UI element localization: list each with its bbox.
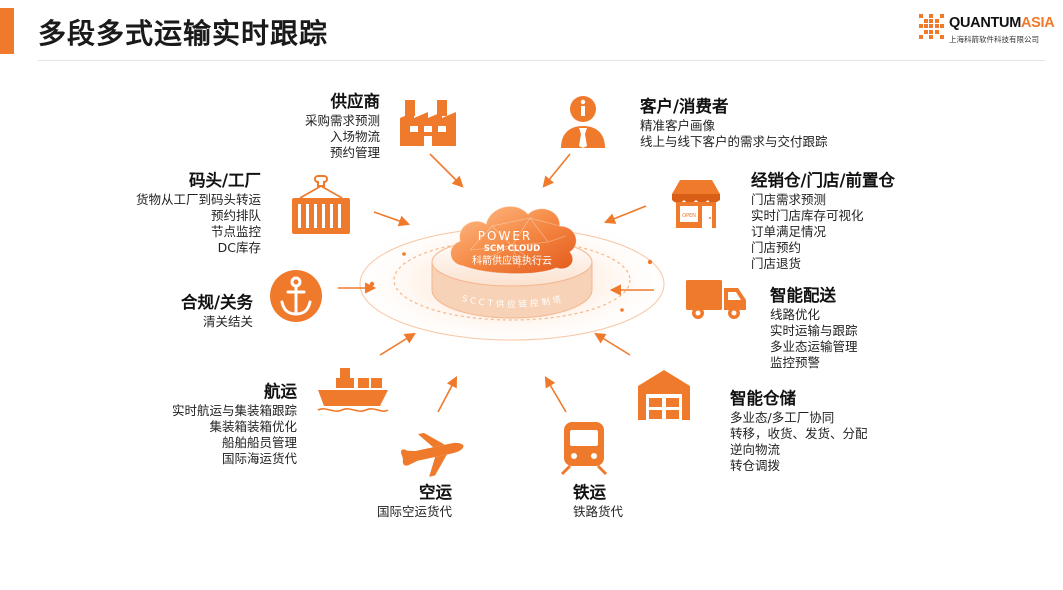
company-logo: QUANTUMASIA 上海科箭软件科技有限公司 bbox=[919, 14, 1055, 48]
node-customer-title: 客户/消费者 bbox=[640, 97, 729, 116]
orbit-dot bbox=[402, 252, 406, 256]
hub-power-label: POWER bbox=[478, 229, 532, 243]
arrow-store bbox=[603, 205, 647, 224]
node-compliance-line: 清关结关 bbox=[202, 314, 253, 329]
hub-cloud: POWER SCM CLOUD 科箭供应链执行云 bbox=[450, 205, 577, 275]
node-rail-line: 铁路货代 bbox=[573, 504, 624, 519]
arrow-dock bbox=[373, 211, 411, 227]
node-warehouse-line: 逆向物流 bbox=[730, 442, 781, 457]
truck-icon bbox=[686, 280, 746, 319]
node-customer: 客户/消费者 精准客户画像 线上与线下客户的需求与交付跟踪 bbox=[640, 96, 828, 150]
node-dock-line: DC库存 bbox=[217, 240, 261, 255]
hub: SCCT供应链控制塔 POWER SCM CLOUD 科箭供应链执行云 bbox=[342, 205, 682, 352]
node-delivery-line: 多业态运输管理 bbox=[770, 339, 858, 354]
node-supplier-line: 采购需求预测 bbox=[304, 113, 380, 128]
hub-cloud-label: SCM CLOUD bbox=[484, 244, 540, 254]
node-dock: 码头/工厂 货物从工厂到码头转运 预约排队 节点监控 DC库存 bbox=[136, 170, 261, 256]
arrows bbox=[338, 153, 654, 413]
node-shipping-line: 国际海运货代 bbox=[221, 451, 297, 466]
node-dock-line: 节点监控 bbox=[210, 224, 261, 239]
title-accent-bar bbox=[0, 8, 14, 54]
node-customer-line: 精准客户画像 bbox=[640, 118, 716, 133]
node-air-line: 国际空运货代 bbox=[376, 504, 452, 519]
node-delivery-title: 智能配送 bbox=[770, 286, 836, 305]
arrow-shipping bbox=[379, 332, 416, 356]
node-warehouse-line: 多业态/多工厂协同 bbox=[730, 410, 835, 425]
node-supplier: 供应商 采购需求预测 入场物流 预约管理 bbox=[305, 91, 380, 161]
node-supplier-title: 供应商 bbox=[330, 92, 381, 111]
node-delivery-line: 实时运输与跟踪 bbox=[770, 323, 858, 338]
node-delivery-line: 线路优化 bbox=[770, 307, 821, 322]
logo-name: QUANTUMASIA bbox=[949, 15, 1055, 31]
node-supplier-line: 入场物流 bbox=[329, 129, 380, 144]
node-air-title: 空运 bbox=[419, 483, 452, 502]
ship-icon bbox=[317, 368, 389, 412]
node-compliance: 合规/关务 清关结关 bbox=[181, 292, 253, 330]
svg-text:OPEN: OPEN bbox=[682, 213, 696, 219]
node-warehouse: 智能仓储 多业态/多工厂协同 转移，收货、发货、分配 逆向物流 转仓调拨 bbox=[730, 388, 868, 474]
hub-orbit-inner bbox=[393, 239, 631, 321]
node-delivery: 智能配送 线路优化 实时运输与跟踪 多业态运输管理 监控预警 bbox=[770, 285, 858, 371]
orbit-dot bbox=[369, 281, 375, 287]
node-rail: 铁运 铁路货代 bbox=[573, 482, 623, 520]
factory-icon bbox=[400, 100, 456, 146]
orbit-dot bbox=[647, 259, 653, 265]
node-shipping-line: 集装箱装箱优化 bbox=[209, 419, 297, 434]
node-shipping-line: 船舶船员管理 bbox=[221, 435, 297, 450]
arrow-warehouse bbox=[594, 332, 631, 356]
node-compliance-title: 合规/关务 bbox=[180, 293, 253, 312]
arrow-supplier bbox=[429, 153, 464, 188]
arrow-rail bbox=[544, 376, 567, 413]
node-air: 空运 国际空运货代 bbox=[377, 482, 452, 520]
node-warehouse-title: 智能仓储 bbox=[730, 389, 796, 408]
container-crane-icon bbox=[292, 175, 350, 234]
node-delivery-line: 监控预警 bbox=[770, 355, 821, 370]
node-dock-line: 货物从工厂到码头转运 bbox=[135, 192, 261, 207]
node-dock-title: 码头/工厂 bbox=[188, 171, 261, 190]
node-customer-line: 线上与线下客户的需求与交付跟踪 bbox=[640, 134, 828, 149]
anchor-icon bbox=[270, 270, 322, 322]
node-shipping-line: 实时航运与集装箱跟踪 bbox=[171, 403, 297, 418]
logo-grid-icon bbox=[919, 14, 945, 40]
page-title: 多段多式运输实时跟踪 bbox=[38, 17, 329, 50]
node-warehouse-line: 转移，收货、发货、分配 bbox=[730, 426, 868, 441]
warehouse-icon bbox=[638, 370, 690, 420]
airplane-icon bbox=[400, 432, 464, 477]
storefront-icon: OPEN bbox=[672, 180, 720, 228]
hub-name-label: 科箭供应链执行云 bbox=[472, 254, 552, 267]
consultant-icon bbox=[561, 96, 605, 148]
orbit-dot bbox=[620, 308, 624, 312]
node-store-line: 实时门店库存可视化 bbox=[751, 208, 864, 223]
node-store: 经销仓/门店/前置仓 门店需求预测 实时门店库存可视化 订单满足情况 门店预约 … bbox=[751, 170, 895, 272]
node-store-line: 门店需求预测 bbox=[751, 192, 827, 207]
node-shipping-title: 航运 bbox=[264, 382, 297, 401]
node-warehouse-line: 转仓调拨 bbox=[730, 458, 781, 473]
node-store-line: 门店退货 bbox=[751, 256, 802, 271]
node-store-title: 经销仓/门店/前置仓 bbox=[751, 171, 896, 190]
node-supplier-line: 预约管理 bbox=[329, 145, 380, 160]
arrow-air bbox=[437, 376, 458, 413]
node-store-line: 订单满足情况 bbox=[751, 224, 827, 239]
logo-subtitle: 上海科箭软件科技有限公司 bbox=[949, 35, 1039, 44]
arrow-customer bbox=[542, 153, 571, 188]
node-rail-title: 铁运 bbox=[573, 483, 606, 502]
node-dock-line: 预约排队 bbox=[210, 208, 261, 223]
node-shipping: 航运 实时航运与集装箱跟踪 集装箱装箱优化 船舶船员管理 国际海运货代 bbox=[172, 381, 297, 467]
node-store-line: 门店预约 bbox=[751, 240, 802, 255]
header-divider bbox=[38, 60, 1045, 61]
icons: OPEN bbox=[270, 96, 746, 477]
train-icon bbox=[560, 422, 608, 476]
